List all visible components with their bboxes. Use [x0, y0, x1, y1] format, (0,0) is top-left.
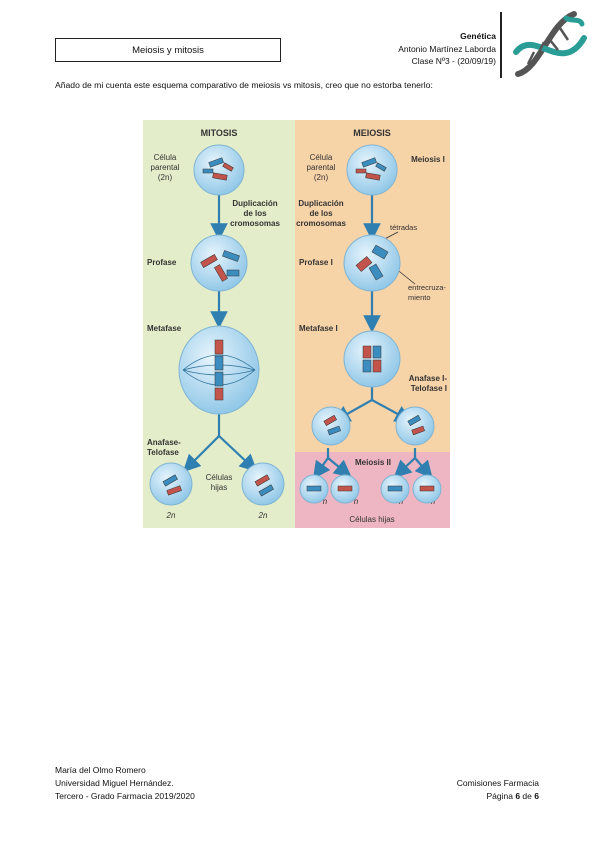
- prophase-label: Profase: [147, 258, 177, 267]
- svg-text:Telofase: Telofase: [147, 448, 179, 457]
- svg-text:(2n): (2n): [314, 173, 329, 182]
- svg-text:parental: parental: [307, 163, 336, 172]
- parent-cell-label: Célula: [154, 153, 177, 162]
- parent-cell-label-meiosis: Célula: [310, 153, 333, 162]
- svg-text:hijas: hijas: [211, 483, 227, 492]
- anaphase-i-label: Anafase I-: [409, 374, 448, 383]
- author-name: Antonio Martínez Laborda: [398, 43, 496, 54]
- header-info: Genética Antonio Martínez Laborda Clase …: [398, 30, 496, 68]
- meiosis-metaphase-cell: [343, 330, 401, 388]
- meiosis-title: MEIOSIS: [353, 128, 391, 138]
- dna-logo-icon: [513, 11, 587, 77]
- ploidy-2n-left: 2n: [166, 511, 176, 520]
- meiosis-parent-cell: [346, 144, 398, 196]
- daughter-cells-label: Células: [206, 473, 233, 482]
- class-info: Clase Nº3 - (20/09/19): [411, 56, 496, 66]
- svg-text:de los: de los: [243, 209, 267, 218]
- meiosis-i-cell-left: [311, 406, 351, 446]
- footer-course: Tercero - Grado Farmacia 2019/2020: [55, 791, 195, 801]
- header-divider: [500, 12, 502, 78]
- footer-right: Comisiones Farmacia Página 6 de 6: [457, 777, 539, 803]
- mitosis-meiosis-diagram: MITOSIS MEIOSIS Célula parental (2n) Cél…: [143, 120, 450, 528]
- footer-committee: Comisiones Farmacia: [456, 778, 539, 788]
- mitosis-prophase-cell: [190, 234, 248, 292]
- anaphase-telophase-label: Anafase-: [147, 438, 181, 447]
- metaphase-i-label: Metafase I: [299, 324, 338, 333]
- duplication-label: Duplicación: [232, 199, 277, 208]
- daughter-cells-full-label: Células hijas: [349, 515, 394, 524]
- meiosis-i-label: Meiosis I: [411, 155, 445, 164]
- meiosis-prophase-cell: [343, 234, 401, 292]
- svg-text:de los: de los: [309, 209, 333, 218]
- footer-name: María del Olmo Romero: [55, 765, 146, 775]
- prophase-i-label: Profase I: [299, 258, 333, 267]
- meiosis-i-cell-right: [395, 406, 435, 446]
- page-number: Página 6 de 6: [486, 791, 539, 801]
- meiosis-ii-label: Meiosis II: [355, 458, 391, 467]
- footer-left: María del Olmo Romero Universidad Miguel…: [55, 764, 195, 803]
- topic-box: Meiosis y mitosis: [55, 38, 281, 62]
- mitosis-daughter-cell-right: [241, 462, 285, 506]
- topic-title: Meiosis y mitosis: [132, 44, 204, 56]
- intro-text: Añado de mi cuenta este esquema comparat…: [55, 80, 433, 90]
- metaphase-label: Metafase: [147, 324, 182, 333]
- svg-text:Telofase I: Telofase I: [411, 384, 447, 393]
- svg-text:cromosomas: cromosomas: [230, 219, 280, 228]
- ploidy-n-2: n: [354, 497, 359, 506]
- duplication-label-meiosis: Duplicación: [298, 199, 343, 208]
- mitosis-daughter-cell-left: [149, 462, 193, 506]
- svg-text:(2n): (2n): [158, 173, 173, 182]
- ploidy-n-1: n: [323, 497, 328, 506]
- tetrads-label: tétradas: [390, 223, 417, 232]
- svg-text:cromosomas: cromosomas: [296, 219, 346, 228]
- mitosis-title: MITOSIS: [201, 128, 238, 138]
- crossing-over-label: entrecruza-: [408, 283, 446, 292]
- svg-text:parental: parental: [151, 163, 180, 172]
- mitosis-parent-cell: [193, 144, 245, 196]
- svg-text:miento: miento: [408, 293, 431, 302]
- subject-title: Genética: [460, 31, 496, 41]
- ploidy-2n-right: 2n: [258, 511, 268, 520]
- footer-university: Universidad Miguel Hernández.: [55, 778, 174, 788]
